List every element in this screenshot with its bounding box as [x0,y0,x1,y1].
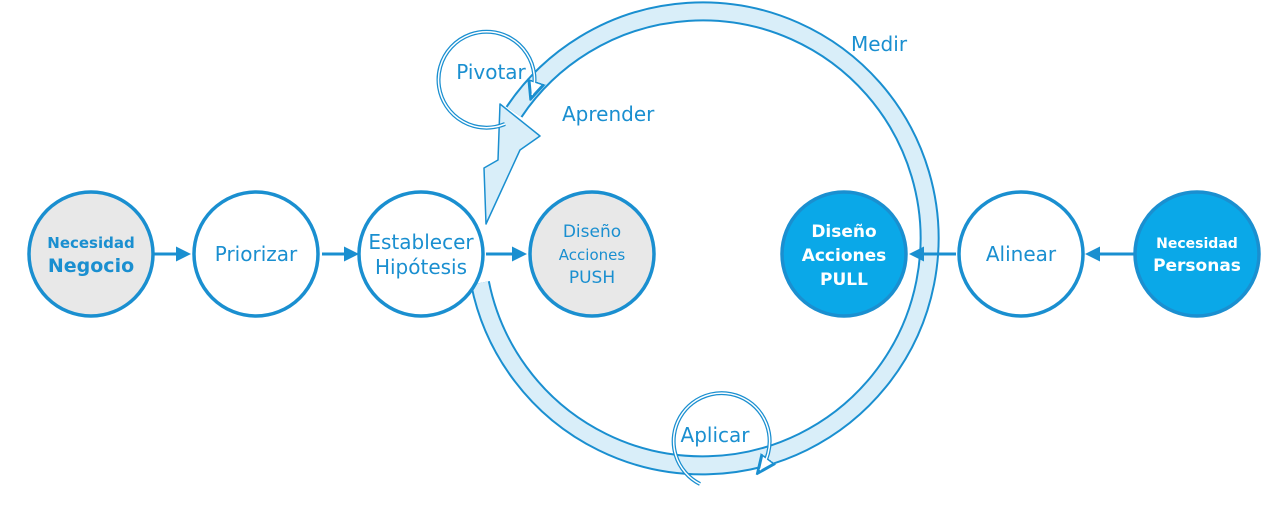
necesidad-personas-line1: Necesidad [1156,236,1238,252]
measure-learn-loop [470,1,940,476]
pivotar-label: Pivotar [456,60,526,84]
diseno-push-line1: Diseño [563,222,621,242]
diseno-push-line2: Acciones [559,246,626,264]
aplicar-loop [671,391,770,486]
diseno-push-line3: PUSH [569,268,615,288]
necesidad-negocio-line1: Necesidad [47,234,134,252]
establecer-hipotesis-line2: Hipótesis [375,255,467,279]
diseno-pull-line1: Diseño [811,222,876,242]
node-necesidad-personas: Necesidad Personas [1133,190,1261,318]
aplicar-label: Aplicar [681,423,751,447]
alinear-label: Alinear [986,242,1057,266]
node-diseno-push: Diseño Acciones PUSH [528,190,656,318]
medir-label: Medir [851,32,908,56]
pivotar-loop [436,29,535,130]
node-necesidad-negocio: Necesidad Negocio [27,190,155,318]
establecer-hipotesis-line1: Establecer [368,230,474,254]
priorizar-label: Priorizar [215,242,298,266]
node-alinear: Alinear [957,190,1085,318]
node-establecer-hipotesis: Establecer Hipótesis [357,190,485,318]
necesidad-negocio-line2: Negocio [48,255,134,277]
necesidad-personas-line2: Personas [1153,256,1241,276]
diseno-pull-line3: PULL [820,270,868,290]
loop-arrowhead [483,103,541,225]
diseno-pull-line2: Acciones [802,246,887,266]
aprender-label: Aprender [562,102,655,126]
node-diseno-pull: Diseño Acciones PULL [780,190,908,318]
node-priorizar: Priorizar [192,190,320,318]
